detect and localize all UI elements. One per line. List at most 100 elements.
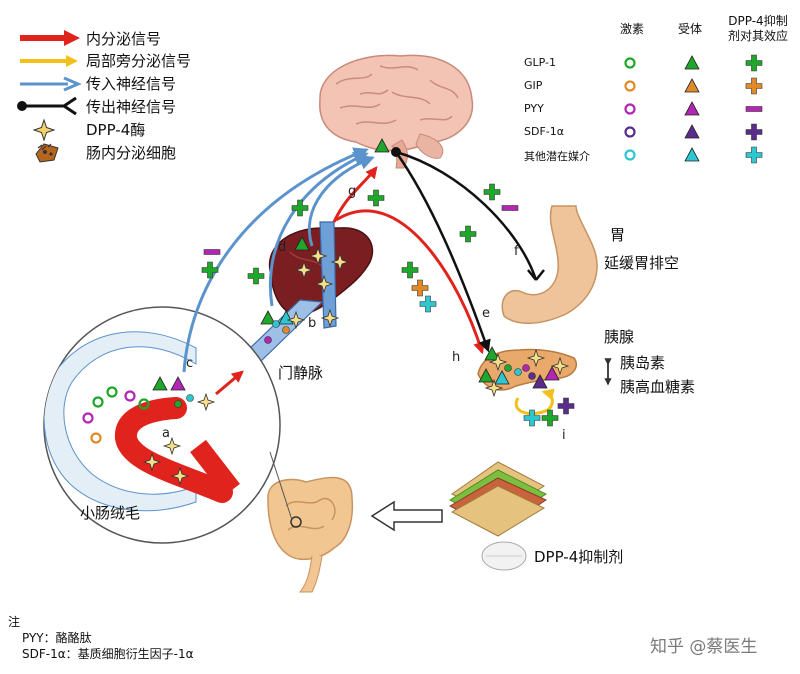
legend-afferent-arrow [20,76,82,92]
minus-icon [501,205,519,211]
plus-icon [523,409,541,427]
label-stomach: 胃 [610,226,626,244]
key-hormone-sdf1-icon [624,126,636,138]
key-hormone-glp1-icon [624,57,636,69]
path-label-a: a [162,426,170,441]
legend-endocrine-label: 内分泌信号 [86,30,162,48]
hormone-dot-icon [282,326,290,334]
dpp4-star-icon [314,274,334,294]
afferent-nerve-paths [182,147,375,373]
minus-icon [203,249,221,255]
key-hormone-pyy-icon [624,103,636,115]
sandwich-illustration [448,461,548,537]
legend [17,30,82,163]
path-label-h: h [452,350,461,365]
hormone-dot-icon [82,412,94,424]
brain-illustration [319,54,474,169]
path-label-g: g [348,184,357,199]
dpp4-star-icon [308,246,328,266]
hormone-dot-icon [504,364,512,372]
path-label-b: b [308,316,317,331]
endocrine-paths [215,166,485,396]
hormone-dot-icon [90,432,102,444]
legend-afferent-label: 传入神经信号 [86,75,177,93]
dpp4-star-icon [170,466,190,486]
plus-icon [419,295,437,313]
key-hormone-gip-icon [624,80,636,92]
plus-icon [541,409,559,427]
dpp4-star-icon [196,392,216,412]
hormone-dot-icon [186,394,194,402]
dpp4-star-icon [142,452,162,472]
receptor-triangle-icon [532,374,548,389]
plus-icon [411,279,429,297]
hormone-dot-icon [264,336,272,344]
hormone-dot-icon [522,364,530,372]
key-header-effect-line2: 剂对其效应 [727,29,788,43]
hormone-dot-icon [272,320,280,328]
legend-dpp4-label: DPP-4酶 [86,121,146,139]
path-label-e: e [482,306,490,321]
key-label-sdf1a: SDF-1α [524,125,564,138]
note-title: 注 [8,615,21,629]
receptor-triangle-icon [260,310,276,325]
path-label-i: i [562,428,566,443]
intestine-illustration [267,476,354,593]
label-pancreas: 胰腺 [604,328,635,346]
label-delayed-emptying: 延缓胃排空 [604,254,680,272]
key-label-glp1: GLP-1 [524,56,557,69]
plus-icon [201,261,219,279]
key-effect-other-plus-icon [745,146,763,164]
key-effect-glp1-plus-icon [745,54,763,72]
path-label-c: c [186,356,194,371]
food-to-intestine-arrow [370,500,443,532]
hormone-dot-icon [174,400,182,408]
hormone-key [624,54,763,164]
note-pyy: PYY：酪酪肽 [22,631,92,645]
hormone-dot-icon [514,368,522,376]
label-villus: 小肠绒毛 [80,504,141,522]
legend-paracrine-label: 局部旁分泌信号 [86,52,192,70]
plus-icon [247,267,265,285]
label-insulin: 胰岛素 [620,354,666,372]
key-header-effect-line1: DPP-4抑制 [728,14,788,28]
dpp4-star-icon [484,378,504,398]
receptor-triangle-icon [170,376,186,391]
efferent-nerve-paths [391,147,545,353]
plus-icon [459,225,477,243]
dpp4-star-icon [526,348,546,368]
plus-icon [483,183,501,201]
hormone-dot-icon [106,386,118,398]
key-label-gip: GIP [524,79,543,92]
hormone-dot-icon [138,398,150,410]
receptor-triangle-icon [484,346,500,361]
legend-efferent-label: 传出神经信号 [86,98,177,116]
key-hormone-other-icon [624,149,636,161]
key-effect-sdf1-plus-icon [745,123,763,141]
receptor-triangle-icon [494,370,510,385]
stomach-illustration [501,205,598,324]
key-receptor-glp1-icon [684,55,700,70]
watermark: 知乎 @蔡医生 [650,637,758,657]
receptor-triangle-icon [544,366,560,381]
key-receptor-other-icon [684,147,700,162]
label-glucagon: 胰高血糖素 [620,378,696,396]
plus-icon [557,397,575,415]
key-header-hormone: 激素 [619,22,644,36]
key-receptor-gip-icon [684,78,700,93]
hormone-dot-icon [124,390,136,402]
plus-icon [401,261,419,279]
brain-receptor-triangle-icon [374,138,390,153]
receptor-triangle-icon [294,236,310,251]
legend-paracrine-arrow [20,55,78,67]
legend-efferent-arrow [17,96,77,116]
dpp4-star-icon [488,352,508,372]
dpp4-star-icon [286,310,306,330]
key-receptor-sdf1-icon [684,124,700,139]
key-label-pyy: PYY [524,102,544,115]
receptor-triangle-icon [152,376,168,391]
hormone-dot-icon [528,372,536,380]
path-label-d: d [278,240,287,255]
legend-dpp4-star-icon [32,118,56,142]
